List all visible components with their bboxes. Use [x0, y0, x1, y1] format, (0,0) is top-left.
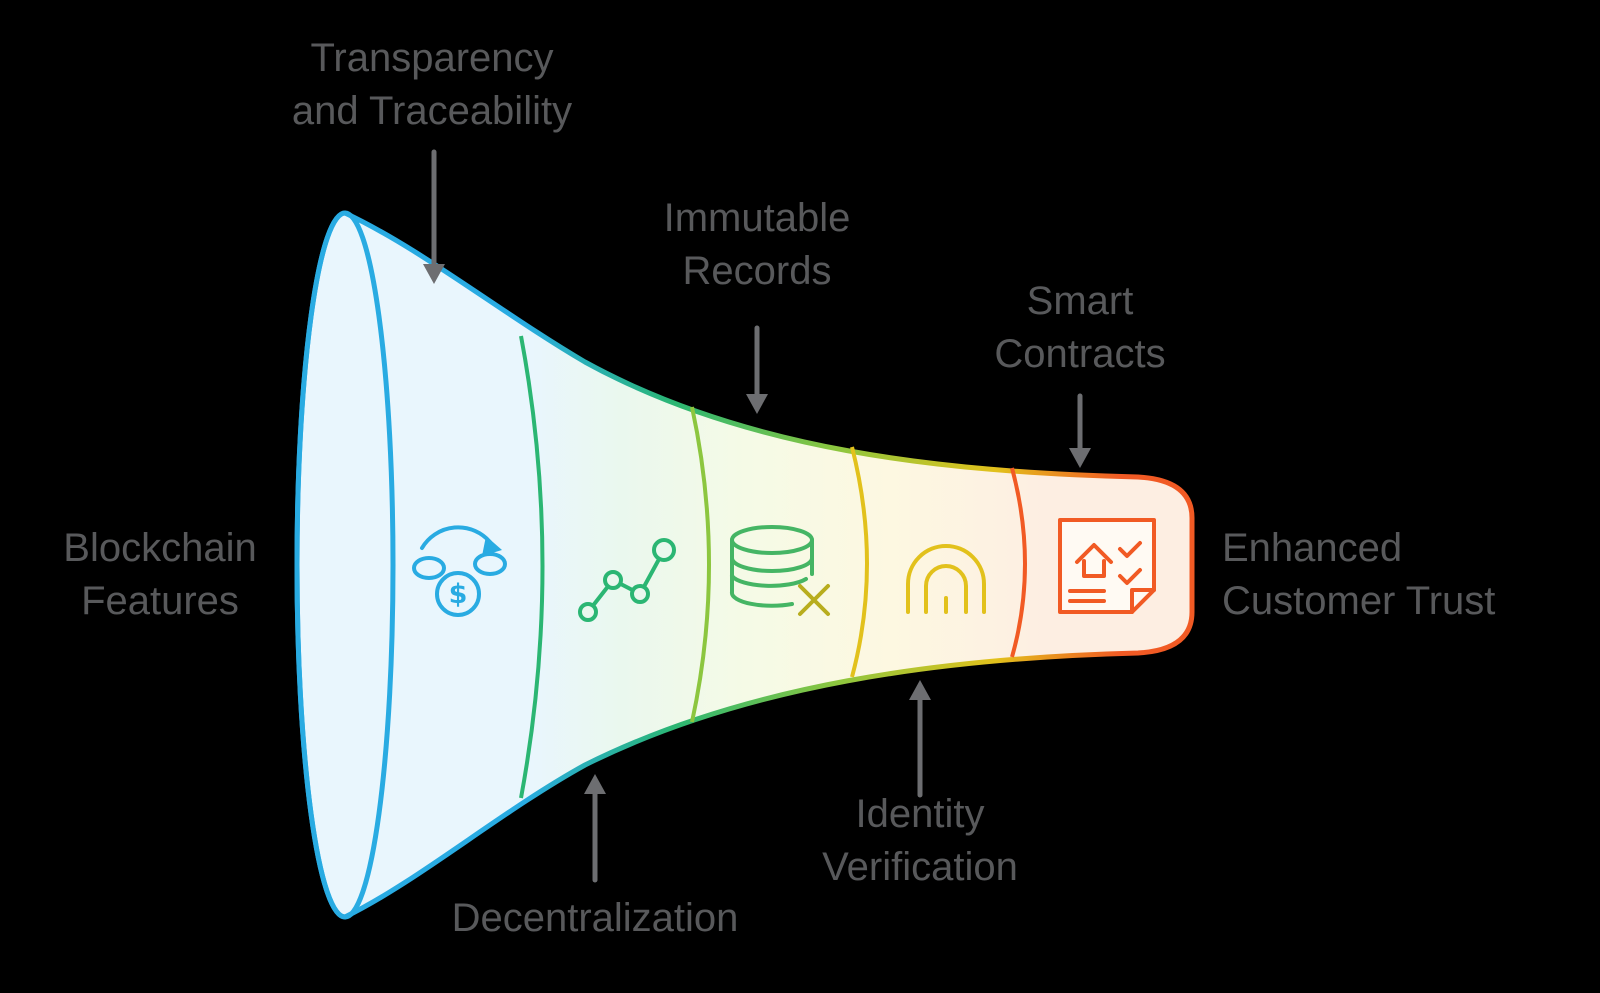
divider-identity-smart	[1010, 467, 1027, 658]
contract-document-icon	[1058, 518, 1156, 614]
label-identity-verification: Identity Verification	[822, 792, 1018, 889]
currency-exchange-icon: $	[412, 525, 507, 617]
divider-transparency-decentralization	[519, 335, 545, 799]
fingerprint-icon	[906, 544, 986, 614]
network-nodes-icon	[578, 538, 676, 622]
callout-arrows	[423, 149, 1091, 883]
label-enhanced-customer-trust: Enhanced Customer Trust	[1222, 526, 1496, 623]
database-remove-icon	[729, 525, 830, 616]
label-blockchain-features: Blockchain Features	[63, 526, 257, 623]
arrow-decentralization-up-icon	[584, 774, 606, 883]
arrow-transparency-down-icon	[423, 149, 445, 284]
svg-text:$: $	[449, 579, 468, 610]
divider-decentralization-immutable	[690, 406, 711, 723]
arrow-smart-contracts-down-icon	[1069, 393, 1091, 468]
label-immutable-records: Immutable Records	[663, 196, 851, 293]
arrow-identity-up-icon	[909, 680, 931, 798]
label-smart-contracts: Smart Contracts	[994, 279, 1166, 376]
arrow-immutable-down-icon	[746, 325, 768, 414]
funnel-mouth-rim	[294, 210, 396, 920]
label-transparency-and-traceability: Transparency and Traceability	[291, 36, 573, 133]
label-decentralization: Decentralization	[451, 896, 739, 940]
divider-immutable-identity	[850, 446, 869, 678]
